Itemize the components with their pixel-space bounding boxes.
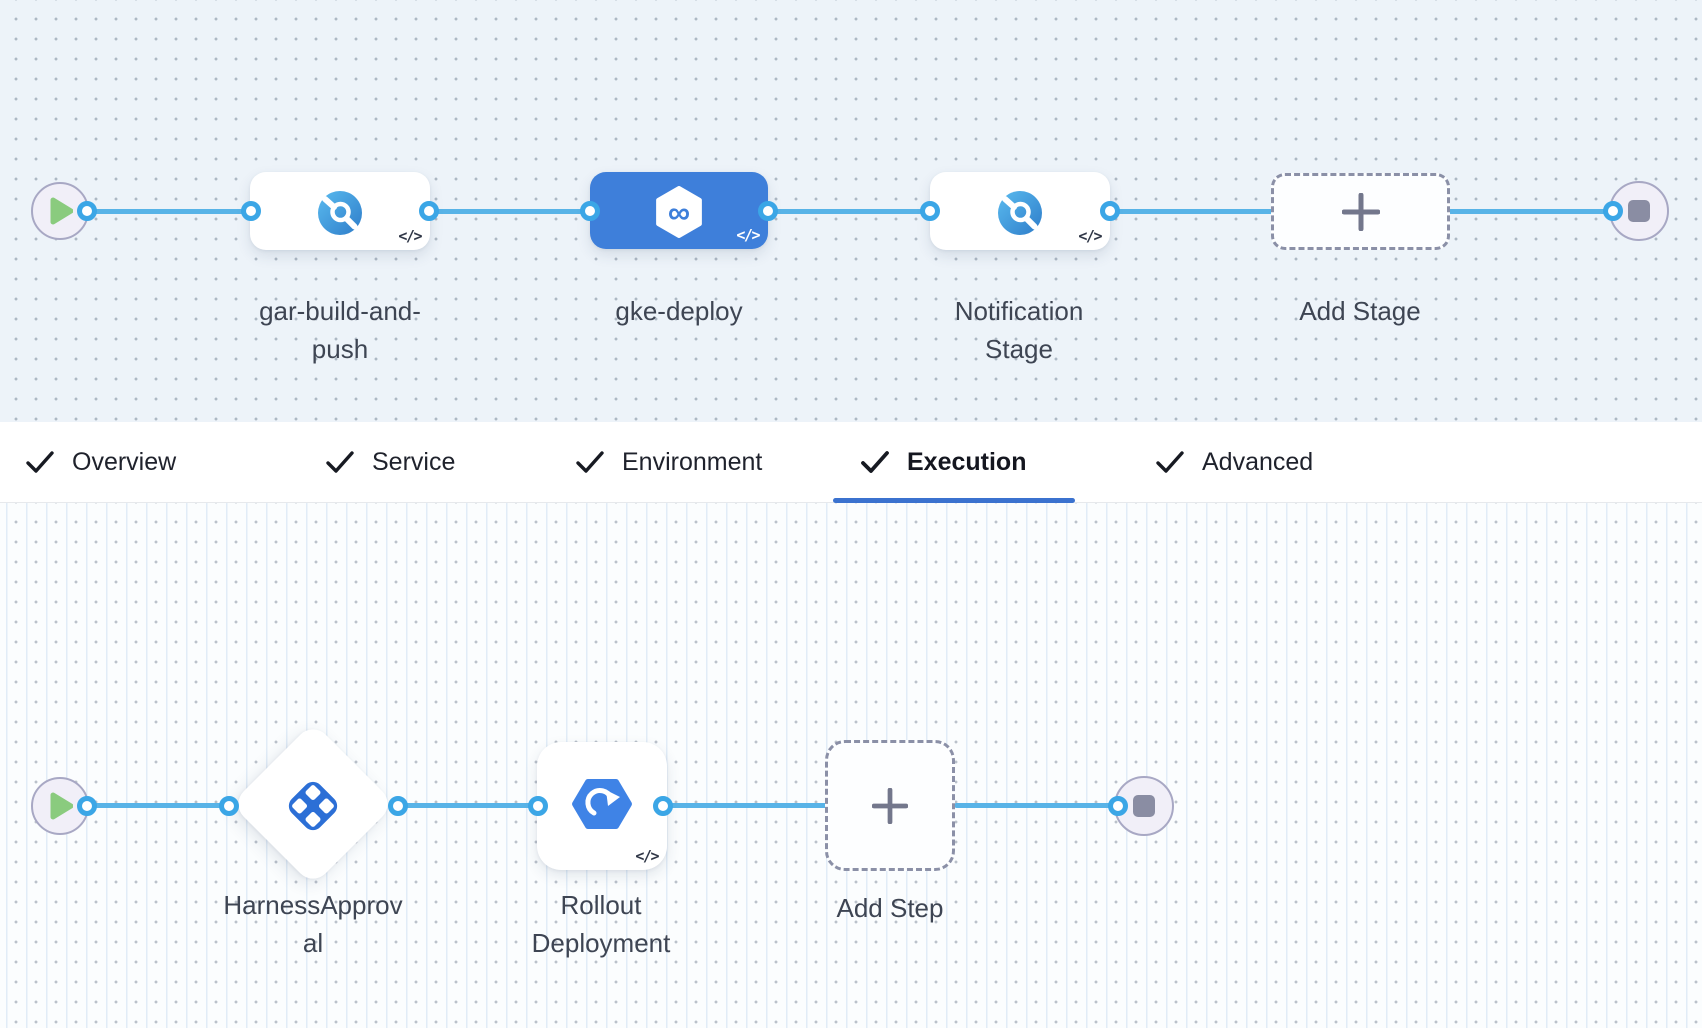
stage-node-gar-build-and-push[interactable]: </> (250, 172, 430, 250)
registry-scan-icon (318, 191, 362, 235)
tab-environment[interactable]: Environment (575, 422, 762, 502)
check-icon (326, 451, 354, 473)
step-label-line: Rollout (560, 890, 642, 920)
add-step-button[interactable] (825, 740, 955, 871)
step-label: HarnessApprov al (193, 886, 433, 962)
step-label-line: al (302, 928, 324, 958)
connector-port (528, 796, 548, 816)
play-icon (50, 792, 73, 820)
edge (428, 209, 592, 214)
step-label-line: HarnessApprov (223, 890, 403, 920)
tab-label: Execution (907, 447, 1027, 476)
edge (766, 209, 932, 214)
registry-scan-icon (998, 191, 1042, 235)
check-icon (861, 451, 889, 473)
connector-port (580, 201, 600, 221)
step-label: Rollout Deployment (481, 886, 721, 962)
connector-port (1108, 796, 1128, 816)
stop-icon (1628, 200, 1650, 222)
tab-label: Service (372, 447, 456, 476)
plus-icon (872, 787, 908, 824)
stage-label-line: gar-build-and- (259, 296, 421, 326)
stage-config-tabs: Overview Service Environment Execution A… (0, 422, 1702, 503)
add-stage-button[interactable] (1271, 173, 1450, 250)
connector-port (241, 201, 261, 221)
connector-port (653, 796, 673, 816)
stage-node-gke-deploy[interactable]: ∞ </> (590, 172, 768, 249)
connector-port (219, 796, 239, 816)
connector-port (758, 201, 778, 221)
yaml-code-badge: </> (1078, 227, 1102, 245)
stage-node-notification-stage[interactable]: </> (930, 172, 1110, 250)
edge (1448, 209, 1615, 214)
add-stage-label: Add Stage (1299, 296, 1421, 326)
yaml-code-badge: </> (635, 847, 659, 865)
connector-port (388, 796, 408, 816)
check-icon (576, 451, 604, 473)
yaml-code-badge: </> (398, 227, 422, 245)
stage-label-line: push (311, 334, 369, 364)
connector-port (1603, 201, 1623, 221)
stage-canvas[interactable]: </> ∞ </> </> (0, 0, 1702, 422)
tab-advanced[interactable]: Advanced (1155, 422, 1313, 502)
plus-icon (1341, 192, 1380, 231)
tab-service[interactable]: Service (325, 422, 455, 502)
connector-port (1100, 201, 1120, 221)
tab-label: Overview (72, 447, 177, 476)
execution-canvas[interactable]: </> HarnessApprov al Rollout Deployment (0, 503, 1702, 1028)
play-icon (50, 197, 73, 225)
infinity-glyph: ∞ (668, 195, 690, 230)
tab-label: Advanced (1202, 447, 1314, 476)
check-icon (1156, 451, 1184, 473)
stage-label: gar-build-and- push (220, 292, 460, 368)
tab-label: Environment (622, 447, 763, 476)
connector-port (77, 201, 97, 221)
harness-approval-icon (288, 781, 338, 831)
active-tab-underline (833, 498, 1075, 503)
tab-overview[interactable]: Overview (25, 422, 176, 502)
connector-port (77, 796, 97, 816)
connector-port (419, 201, 439, 221)
stage-label: Notification Stage (899, 292, 1139, 368)
edge (1108, 209, 1273, 214)
tab-execution[interactable]: Execution (860, 422, 1026, 502)
edge (397, 803, 539, 808)
step-node-rollout-deployment[interactable]: </> (537, 742, 667, 870)
yaml-code-badge: </> (736, 226, 760, 244)
connector-port (920, 201, 940, 221)
stage-label: gke-deploy (559, 292, 799, 330)
hexagon-infinity-icon: ∞ (656, 186, 702, 238)
check-icon (26, 451, 54, 473)
edge (86, 209, 252, 214)
stage-label-line: Stage (985, 334, 1053, 364)
edge (86, 803, 231, 808)
edge (662, 803, 827, 808)
stage-label-line: Notification (954, 296, 1084, 326)
add-step-label: Add Step (836, 893, 944, 923)
stage-label-line: gke-deploy (615, 296, 743, 326)
rollout-deployment-icon (572, 779, 632, 829)
edge (954, 803, 1120, 808)
stop-icon (1133, 795, 1155, 817)
step-label-line: Deployment (531, 928, 671, 958)
